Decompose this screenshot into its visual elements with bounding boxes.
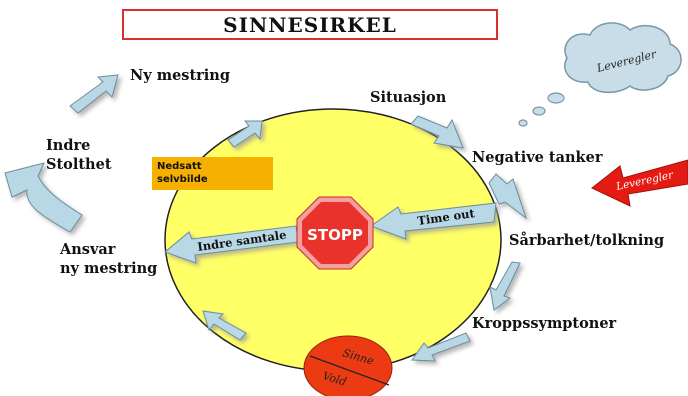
label-indre-stolthet-1: Indre [46, 137, 91, 154]
label-ansvar-1: Ansvar [60, 241, 116, 258]
diagram-title: SINNESIRKEL [223, 12, 397, 37]
label-kroppssymptoner: Kroppssymptoner [472, 315, 617, 332]
arrow-time-out [369, 202, 497, 240]
label-situasjon: Situasjon [370, 89, 447, 106]
stopp-sign: STOPP [296, 196, 374, 270]
label-sarbarhet: Sårbarhet/tolkning [509, 232, 665, 249]
arrow-top-circle [227, 120, 263, 148]
arrow-indre-samtale [164, 225, 299, 264]
selvbilde-line: selvbilde [157, 174, 208, 185]
label-ansvar-2: ny mestring [60, 260, 158, 277]
leveregler-cloud: Leveregler [518, 22, 682, 127]
arrow-sarbarhet [489, 261, 521, 311]
arrow-curved-left [4, 162, 83, 233]
title-box: SINNESIRKEL [122, 9, 498, 40]
arrow-bottom-left [202, 310, 247, 341]
sinne-vold-circle: Sinne Vold [303, 335, 393, 396]
stopp-text: STOPP [307, 226, 363, 244]
label-indre-stolthet-2: Stolthet [46, 156, 112, 173]
label-ny-mestring: Ny mestring [130, 67, 230, 84]
arrow-negative [488, 173, 527, 220]
nedsatt-selvbilde-box: Nedsatt selvbilde [152, 157, 273, 190]
leveregler-red-arrow: Leveregler [591, 159, 688, 207]
label-negative-tanker: Negative tanker [472, 149, 603, 166]
arrow-situasjon [410, 115, 464, 149]
nedsatt-line: Nedsatt [157, 161, 202, 172]
arrow-ny-mestring [69, 74, 119, 114]
arrow-kroppssymptoner [411, 332, 471, 362]
vold-text: Vold [321, 369, 348, 388]
